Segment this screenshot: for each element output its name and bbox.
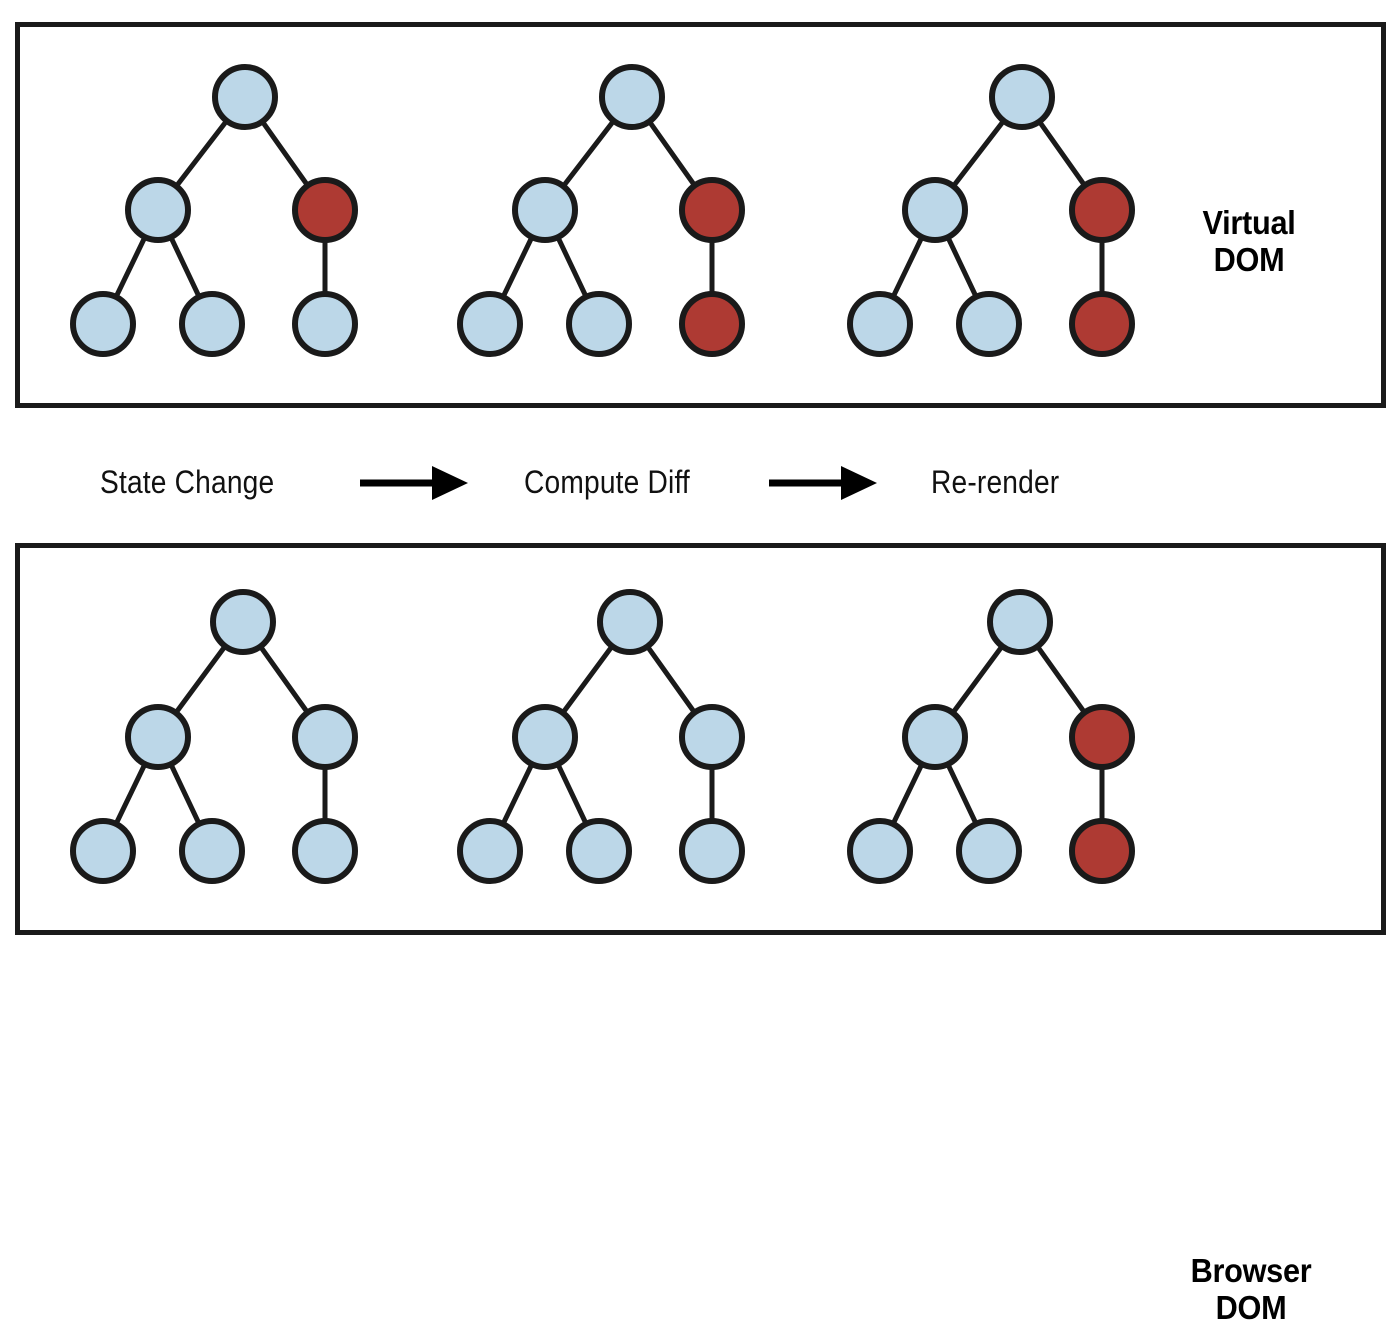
tree-edge <box>100 734 161 854</box>
tree-edge <box>487 734 548 854</box>
flow-step-re-render: Re-render <box>930 464 1060 500</box>
tree-node <box>956 818 1022 884</box>
tree-virtual-dom-3 <box>847 64 1135 357</box>
tree-node <box>599 64 665 130</box>
tree-node <box>125 704 191 770</box>
tree-edge <box>240 619 328 740</box>
tree-edge <box>155 619 246 740</box>
tree-edge <box>932 94 1025 213</box>
tree-node <box>902 177 968 243</box>
arrow-right-icon <box>360 465 469 500</box>
virtual-dom-label-line2: DOM <box>1213 240 1285 278</box>
tree-node <box>212 64 278 130</box>
tree-node <box>847 818 913 884</box>
tree-node <box>956 291 1022 357</box>
tree-node <box>179 291 245 357</box>
virtual-dom-label: Virtual DOM <box>1165 204 1332 279</box>
flow-step-compute-diff: Compute Diff <box>524 464 691 500</box>
tree-node <box>292 291 358 357</box>
tree-virtual-dom-1 <box>70 64 358 357</box>
browser-dom-tree-group <box>70 589 1135 884</box>
tree-browser-dom-1 <box>70 589 358 884</box>
browser-dom-panel: Browser DOM <box>15 543 1386 1326</box>
tree-node <box>125 177 191 243</box>
tree-edge <box>542 734 602 854</box>
tree-node <box>292 818 358 884</box>
tree-node <box>512 177 578 243</box>
tree-node-changed <box>1069 818 1135 884</box>
tree-edge <box>877 734 938 854</box>
tree-node <box>902 704 968 770</box>
arrow-right-icon <box>768 465 877 500</box>
tree-edge <box>542 619 633 740</box>
tree-node-changed <box>679 291 745 357</box>
tree-edge <box>629 94 715 213</box>
flow-step-state-change: State Change <box>100 464 275 500</box>
tree-node <box>989 64 1055 130</box>
tree-edge <box>627 619 715 740</box>
virtual-dom-panel: Virtual DOM <box>15 22 1386 408</box>
tree-node <box>210 589 276 655</box>
tree-edge <box>932 619 1023 740</box>
tree-node <box>70 818 136 884</box>
tree-node <box>566 291 632 357</box>
tree-node <box>847 291 913 357</box>
tree-node <box>70 291 136 357</box>
browser-dom-label-line2: DOM <box>1215 1288 1287 1326</box>
tree-node-changed <box>292 177 358 243</box>
tree-edge <box>155 734 215 854</box>
tree-node <box>987 589 1053 655</box>
tree-edge <box>155 207 215 327</box>
tree-edge <box>1019 94 1105 213</box>
browser-dom-label-line1: Browser <box>1190 1252 1312 1289</box>
tree-node <box>679 704 745 770</box>
tree-edge <box>932 207 992 327</box>
tree-node <box>566 818 632 884</box>
tree-edge <box>932 734 992 854</box>
tree-edge <box>542 207 602 327</box>
tree-node <box>457 818 523 884</box>
tree-node <box>292 704 358 770</box>
tree-virtual-dom-2 <box>457 64 745 357</box>
tree-edge <box>542 94 635 213</box>
tree-node <box>679 818 745 884</box>
tree-browser-dom-3 <box>847 589 1135 884</box>
browser-dom-label: Browser DOM <box>1158 1252 1344 1327</box>
tree-edge <box>100 207 161 327</box>
tree-node-changed <box>679 177 745 243</box>
tree-node-changed <box>1069 177 1135 243</box>
tree-edge <box>1017 619 1105 740</box>
flow-row: State Change Compute Diff Re-render <box>15 430 1386 535</box>
tree-node-changed <box>1069 704 1135 770</box>
tree-browser-dom-2 <box>457 589 745 884</box>
tree-node <box>179 818 245 884</box>
tree-node <box>512 704 578 770</box>
virtual-dom-label-line1: Virtual <box>1202 204 1296 241</box>
tree-edge <box>487 207 548 327</box>
tree-edge <box>877 207 938 327</box>
tree-node-changed <box>1069 291 1135 357</box>
tree-node <box>597 589 663 655</box>
diagram-canvas: Virtual DOM State Change Compute Diff Re… <box>15 22 1386 1326</box>
tree-node <box>457 291 523 357</box>
tree-edge <box>242 94 328 213</box>
tree-edge <box>155 94 248 213</box>
